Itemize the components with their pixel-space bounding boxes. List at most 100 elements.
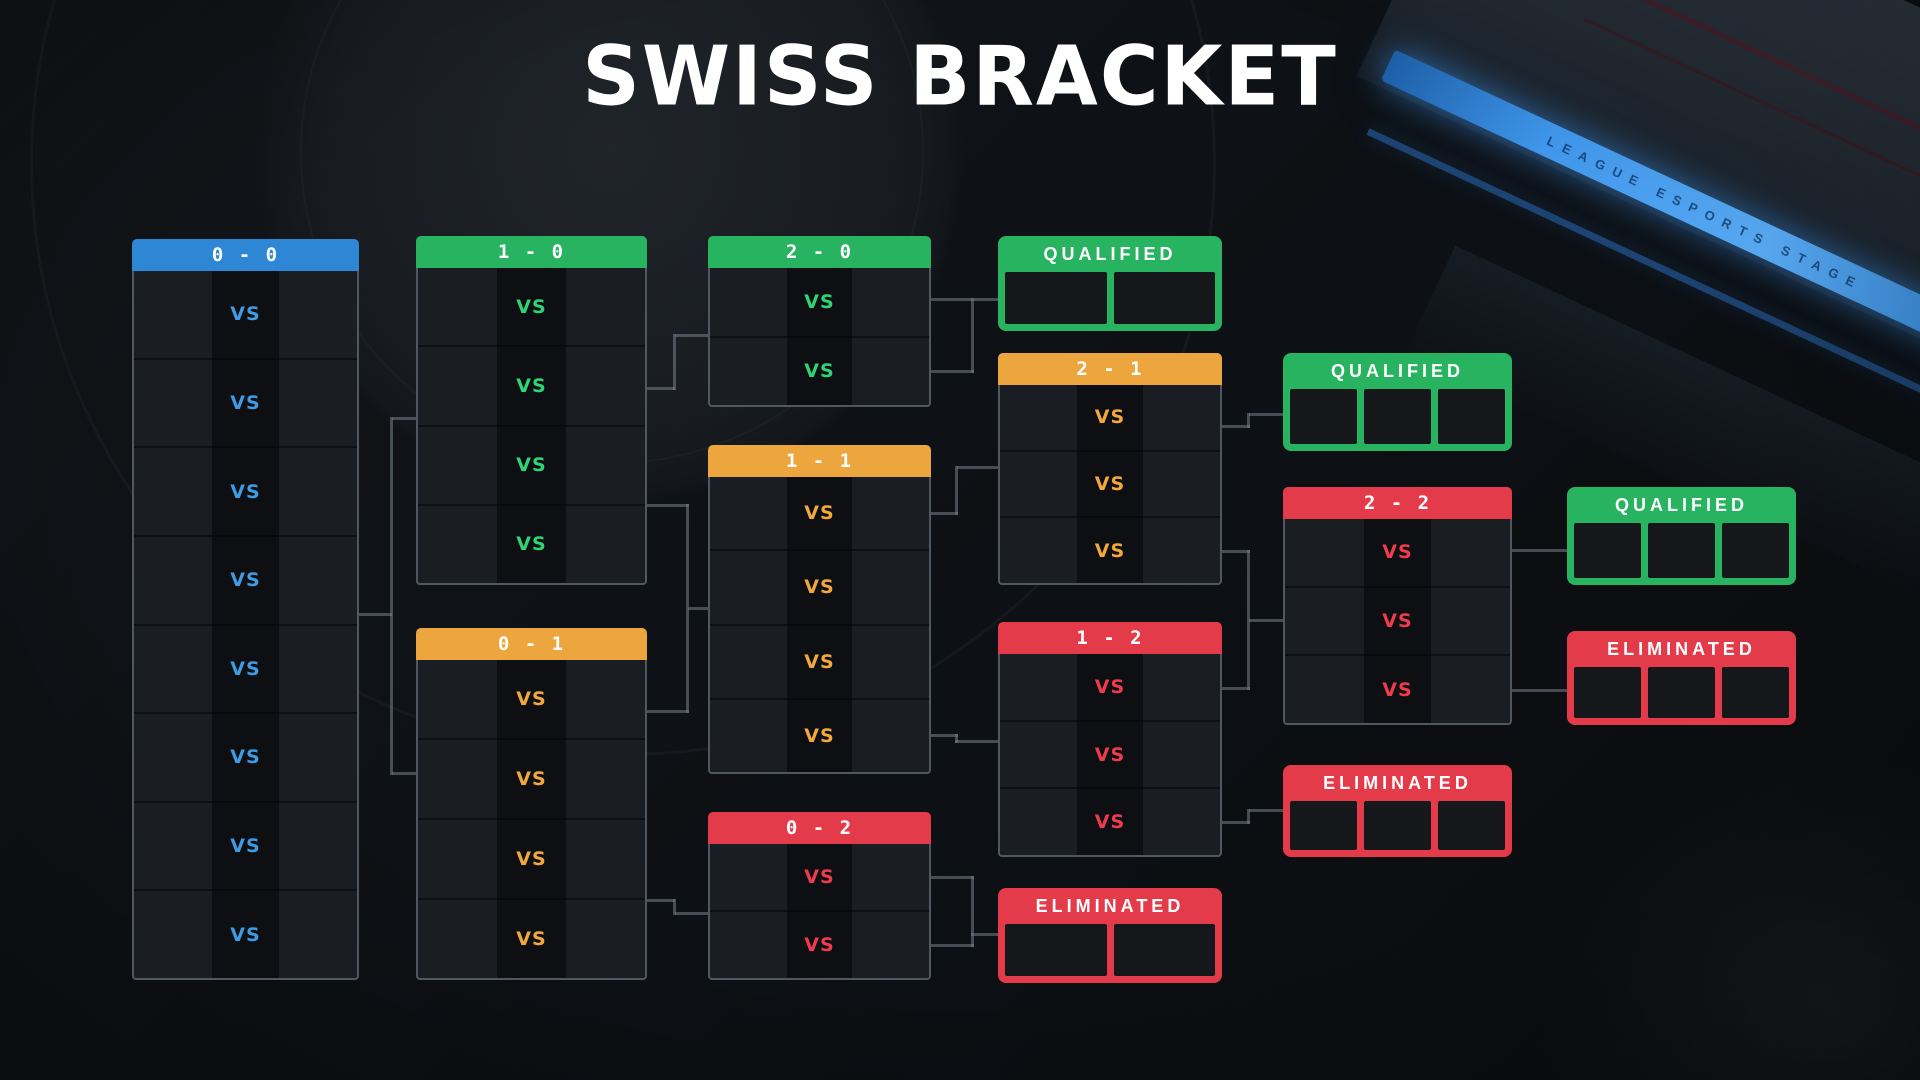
match-row[interactable]: VS xyxy=(418,268,645,345)
match-row[interactable]: VS xyxy=(134,800,357,890)
vs-label: VS xyxy=(804,576,835,599)
match-row[interactable]: VS xyxy=(418,660,645,738)
team-slot xyxy=(1648,523,1715,578)
match-row[interactable]: VS xyxy=(134,357,357,447)
match-row[interactable]: VS xyxy=(710,697,929,772)
team-slot xyxy=(1574,667,1641,718)
qualified-box: QUALIFIED xyxy=(1283,353,1512,451)
bracket-connector xyxy=(647,387,675,390)
bracket-connector xyxy=(1512,689,1567,692)
match-row[interactable]: VS xyxy=(134,889,357,978)
round-box-1-0: 1 - 0 VS VS VS VS xyxy=(416,236,647,585)
vs-label: VS xyxy=(1382,541,1413,564)
bracket-connector xyxy=(931,876,974,879)
bracket-connector xyxy=(686,504,689,713)
vs-label: VS xyxy=(804,724,835,747)
match-row[interactable]: VS xyxy=(1285,654,1510,723)
vs-label: VS xyxy=(804,650,835,673)
eliminated-box: ELIMINATED xyxy=(998,888,1222,983)
outcome-slots xyxy=(1574,667,1789,718)
bracket-connector xyxy=(931,512,958,515)
vs-label: VS xyxy=(230,391,261,414)
bracket-connector xyxy=(675,334,708,337)
qualified-box: QUALIFIED xyxy=(1567,487,1796,585)
outcome-label: QUALIFIED xyxy=(1615,495,1748,515)
match-row[interactable]: VS xyxy=(418,503,645,583)
vs-label: VS xyxy=(1094,406,1126,429)
match-row[interactable]: VS xyxy=(710,623,929,698)
match-row[interactable]: VS xyxy=(134,712,357,801)
match-row[interactable]: VS xyxy=(418,424,645,504)
outcome-label: QUALIFIED xyxy=(1043,244,1177,264)
bracket-connector xyxy=(392,772,418,775)
match-row[interactable]: VS xyxy=(1000,787,1220,855)
outcome-label: QUALIFIED xyxy=(1331,361,1464,381)
team-slot xyxy=(1290,801,1357,850)
match-row[interactable]: VS xyxy=(134,534,357,624)
match-row[interactable]: VS xyxy=(1285,585,1510,655)
round-header: 0 - 1 xyxy=(416,628,647,660)
match-row[interactable]: VS xyxy=(1000,385,1220,450)
match-row[interactable]: VS xyxy=(710,268,929,336)
round-header: 1 - 0 xyxy=(416,236,647,268)
match-row[interactable]: VS xyxy=(418,738,645,818)
round-body: VS VS VS VS xyxy=(416,268,647,585)
outcome-label: ELIMINATED xyxy=(1323,773,1472,793)
eliminated-box: ELIMINATED xyxy=(1283,765,1512,857)
match-row[interactable]: VS xyxy=(1000,449,1220,517)
vs-label: VS xyxy=(516,295,547,318)
match-row[interactable]: VS xyxy=(1285,519,1510,586)
vs-label: VS xyxy=(804,934,835,956)
round-header: 2 - 1 xyxy=(998,353,1222,385)
match-row[interactable]: VS xyxy=(710,910,929,978)
match-row[interactable]: VS xyxy=(134,271,357,358)
match-row[interactable]: VS xyxy=(710,549,929,623)
bracket-connector xyxy=(931,298,998,301)
vs-label: VS xyxy=(230,835,261,858)
round-box-2-1: 2 - 1 VS VS VS xyxy=(998,353,1222,585)
vs-label: VS xyxy=(1094,539,1126,562)
vs-label: VS xyxy=(230,923,261,946)
outcome-slots xyxy=(1005,272,1215,324)
match-row[interactable]: VS xyxy=(710,844,929,910)
vs-label: VS xyxy=(230,303,261,326)
vs-label: VS xyxy=(516,688,547,710)
bracket-connector xyxy=(955,466,958,515)
match-row[interactable]: VS xyxy=(1000,654,1220,720)
vs-label: VS xyxy=(516,454,547,477)
match-row[interactable]: VS xyxy=(1000,719,1220,788)
vs-label: VS xyxy=(1094,743,1126,766)
match-row[interactable]: VS xyxy=(134,446,357,535)
bracket-connector xyxy=(931,944,974,947)
bracket-connector xyxy=(1249,619,1283,622)
bracket-connector xyxy=(955,740,998,743)
bracket-connector xyxy=(931,370,974,373)
bracket-connector xyxy=(1247,413,1250,428)
page-title: SWISS BRACKET xyxy=(582,29,1338,124)
bracket-connector xyxy=(1247,809,1250,824)
match-row[interactable]: VS xyxy=(418,898,645,978)
vs-label: VS xyxy=(804,866,835,888)
outcome-label: ELIMINATED xyxy=(1607,639,1756,659)
outcome-slots xyxy=(1005,924,1215,976)
match-row[interactable]: VS xyxy=(418,345,645,424)
match-row[interactable]: VS xyxy=(710,477,929,549)
round-body: VS VS VS xyxy=(998,385,1222,585)
match-row[interactable]: VS xyxy=(710,335,929,406)
team-slot xyxy=(1438,801,1505,850)
eliminated-box: ELIMINATED xyxy=(1567,631,1796,725)
match-row[interactable]: VS xyxy=(1000,516,1220,583)
match-row[interactable]: VS xyxy=(134,623,357,713)
qualified-box: QUALIFIED xyxy=(998,236,1222,331)
match-row[interactable]: VS xyxy=(418,818,645,898)
round-header: 0 - 0 xyxy=(132,239,359,271)
vs-label: VS xyxy=(230,657,261,680)
outcome-slots xyxy=(1290,801,1505,850)
outcome-slots xyxy=(1574,523,1789,578)
